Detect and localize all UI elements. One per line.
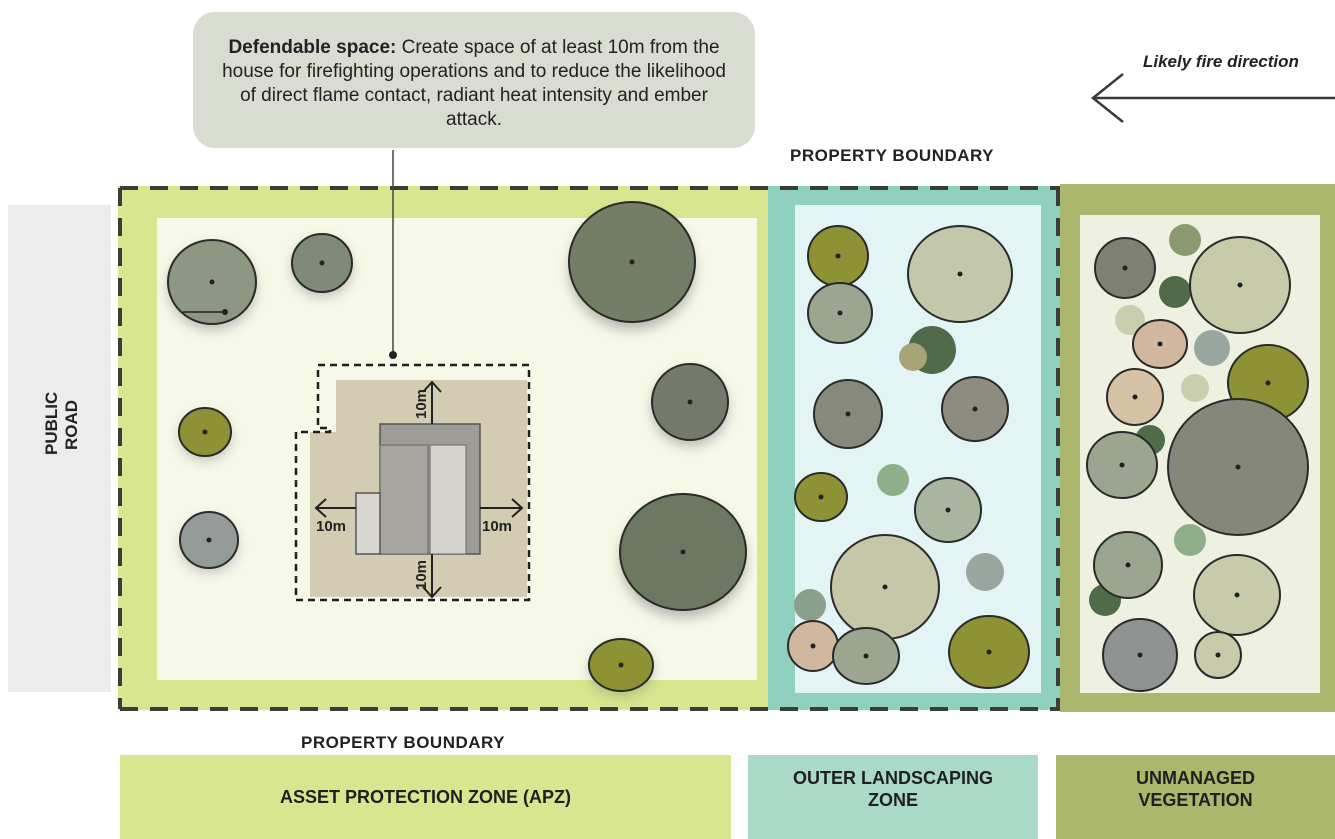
tree: [914, 477, 982, 543]
tree: [651, 363, 729, 446]
shrub: [1174, 524, 1206, 556]
defendable-space-callout: Defendable space: Create space of at lea…: [193, 12, 755, 148]
tree: [807, 282, 873, 344]
shrub: [1169, 224, 1201, 256]
callout-leader-dot: [389, 351, 397, 359]
tree: [941, 376, 1009, 442]
tree: [813, 379, 883, 449]
callout-text: Create space of at least 10m from the ho…: [222, 37, 726, 130]
tree: [619, 493, 747, 618]
tree: [907, 225, 1013, 323]
property-boundary-bottom-label: PROPERTY BOUNDARY: [301, 733, 506, 752]
tree-radius-dot: [222, 309, 228, 315]
tree: [291, 233, 353, 297]
shrub: [794, 589, 826, 621]
shrub: [1159, 276, 1191, 308]
distance-label-bottom: 10m: [413, 560, 430, 590]
tree: [1106, 368, 1164, 426]
tree: [1094, 237, 1156, 299]
callout-heading: Defendable space:: [228, 37, 397, 58]
tree: [1132, 319, 1188, 369]
tree: [588, 638, 654, 696]
unmanaged-zone-text-line2: VEGETATION: [1138, 790, 1253, 810]
shrub: [899, 343, 927, 371]
public-road: [8, 205, 111, 692]
property-boundary-line: [118, 186, 1060, 711]
shrub: [877, 464, 909, 496]
olz-zone-text-line1: OUTER LANDSCAPING: [792, 768, 993, 788]
unmanaged-zone-text-line1: UNMANAGED: [1136, 768, 1255, 788]
shrub: [966, 553, 1004, 591]
tree: [1167, 398, 1309, 536]
tree: [1093, 531, 1163, 599]
apz-zone-text: ASSET PROTECTION ZONE (APZ): [279, 787, 571, 807]
apz-trees: [167, 201, 747, 696]
tree: [1194, 631, 1242, 679]
shrub: [1194, 330, 1230, 366]
distance-label-right: 10m: [482, 518, 512, 535]
tree: [178, 407, 232, 461]
olz-zone-label: OUTER LANDSCAPING ZONE: [748, 755, 1038, 839]
tree: [1102, 618, 1178, 692]
distance-label-left: 10m: [316, 518, 346, 535]
tree: [1086, 431, 1158, 499]
shrub: [1181, 374, 1209, 402]
apz-zone-label: ASSET PROTECTION ZONE (APZ): [120, 755, 731, 839]
unmanaged-trees: [1086, 224, 1309, 692]
unmanaged-zone-label: UNMANAGED VEGETATION: [1056, 755, 1335, 839]
fire-direction-arrow: [1090, 73, 1335, 123]
tree: [948, 615, 1030, 689]
olz-trees: [787, 225, 1030, 689]
tree: [1193, 554, 1281, 636]
tree: [807, 225, 869, 287]
tree: [167, 239, 257, 330]
tree: [794, 472, 848, 522]
house-footprint: [355, 423, 481, 555]
tree: [832, 627, 900, 685]
tree: [787, 620, 839, 672]
shrub: [1115, 305, 1145, 335]
olz-zone-text-line2: ZONE: [867, 790, 918, 810]
distance-label-top: 10m: [413, 389, 430, 419]
distance-arrows: [314, 380, 524, 599]
property-boundary-top-label: PROPERTY BOUNDARY: [790, 146, 995, 165]
fire-direction-label: Likely fire direction: [1143, 52, 1299, 71]
tree: [568, 201, 696, 330]
tree: [830, 534, 940, 640]
tree: [1189, 236, 1291, 334]
tree: [179, 511, 239, 573]
